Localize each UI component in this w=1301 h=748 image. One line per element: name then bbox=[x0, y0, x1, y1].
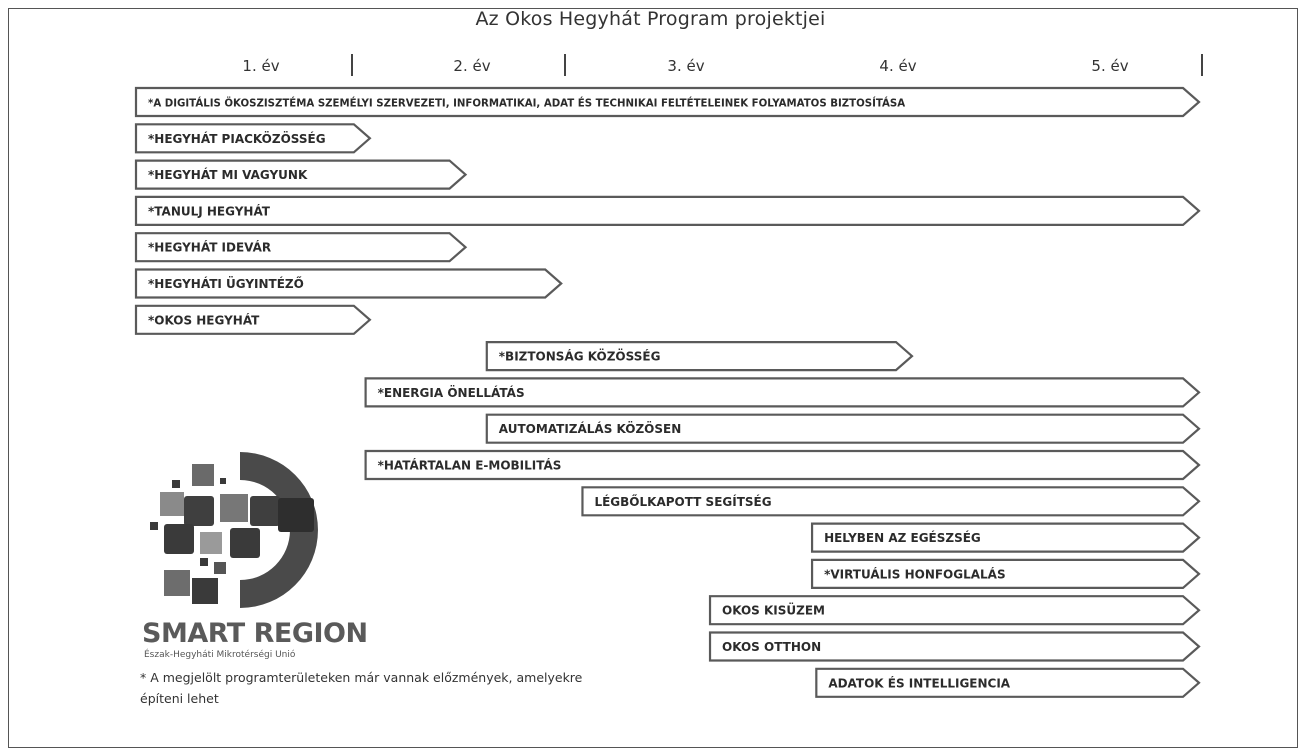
smart-region-logo bbox=[150, 452, 318, 608]
year-divider bbox=[1201, 54, 1203, 76]
timeline-bar bbox=[810, 558, 1201, 589]
timeline-bar bbox=[708, 595, 1201, 626]
timeline-bar-label: *HEGYHÁTI ÜGYINTÉZŐ bbox=[148, 276, 304, 291]
timeline-bar-label: *HEGYHÁT PIACKÖZÖSSÉG bbox=[148, 131, 326, 146]
timeline-bar-label: *ENERGIA ÖNELLÁTÁS bbox=[378, 385, 525, 400]
timeline-bar bbox=[485, 341, 914, 372]
timeline-bar bbox=[581, 486, 1201, 517]
timeline-bar-label: LÉGBŐLKAPOTT SEGÍTSÉG bbox=[594, 494, 771, 509]
year-divider bbox=[351, 54, 353, 76]
timeline-bar-label: OKOS OTTHON bbox=[722, 640, 821, 654]
year-divider bbox=[564, 54, 566, 76]
timeline-bar-label: *VIRTUÁLIS HONFOGLALÁS bbox=[824, 566, 1006, 581]
timeline-bar bbox=[134, 232, 468, 263]
logo-subtitle: Észak-Hegyháti Mikrotérségi Unió bbox=[144, 650, 296, 660]
footnote: * A megjelölt programterületeken már van… bbox=[140, 670, 583, 706]
timeline-bar bbox=[708, 631, 1201, 662]
year-label-4: 4. év bbox=[879, 57, 917, 75]
timeline-bar bbox=[364, 377, 1201, 408]
timeline-bar bbox=[364, 449, 1201, 481]
timeline-bar bbox=[134, 159, 468, 190]
timeline-bar bbox=[134, 123, 372, 154]
timeline-bar-label: *HEGYHÁT IDEVÁR bbox=[148, 240, 271, 255]
timeline-bar bbox=[815, 667, 1201, 698]
figure-title: Az Okos Hegyhát Program projektjei bbox=[475, 8, 826, 30]
timeline-bar-label: AUTOMATIZÁLÁS KÖZÖSEN bbox=[499, 421, 681, 436]
timeline-bar bbox=[810, 522, 1201, 553]
timeline-bar-label: *A DIGITÁLIS ÖKOSZISZTÉMA SZEMÉLYI SZERV… bbox=[148, 96, 905, 110]
timeline-bar-label: *BIZTONSÁG KÖZÖSSÉG bbox=[499, 349, 661, 364]
year-label-1: 1. év bbox=[242, 57, 280, 75]
timeline-bar bbox=[485, 413, 1201, 444]
timeline-bar-label: HELYBEN AZ EGÉSZSÉG bbox=[824, 530, 981, 545]
logo-title: SMART REGION bbox=[142, 618, 368, 649]
year-label-3: 3. év bbox=[667, 57, 705, 75]
timeline-bar bbox=[134, 195, 1201, 226]
timeline-bar-label: OKOS KISÜZEM bbox=[722, 603, 825, 618]
year-label-2: 2. év bbox=[453, 57, 491, 75]
timeline-bar-label: *OKOS HEGYHÁT bbox=[148, 312, 260, 327]
timeline-bar-label: ADATOK ÉS INTELLIGENCIA bbox=[828, 675, 1010, 690]
timeline-chart: *A DIGITÁLIS ÖKOSZISZTÉMA SZEMÉLYI SZERV… bbox=[134, 86, 1201, 698]
year-label-5: 5. év bbox=[1091, 57, 1129, 75]
timeline-bar bbox=[134, 268, 563, 299]
timeline-bar-label: *HATÁRTALAN E-MOBILITÁS bbox=[378, 458, 562, 473]
timeline-bar bbox=[134, 86, 1201, 118]
timeline-bar-label: *HEGYHÁT MI VAGYUNK bbox=[148, 167, 308, 182]
timeline-bar-label: *TANULJ HEGYHÁT bbox=[148, 203, 271, 218]
timeline-bar bbox=[134, 304, 372, 335]
